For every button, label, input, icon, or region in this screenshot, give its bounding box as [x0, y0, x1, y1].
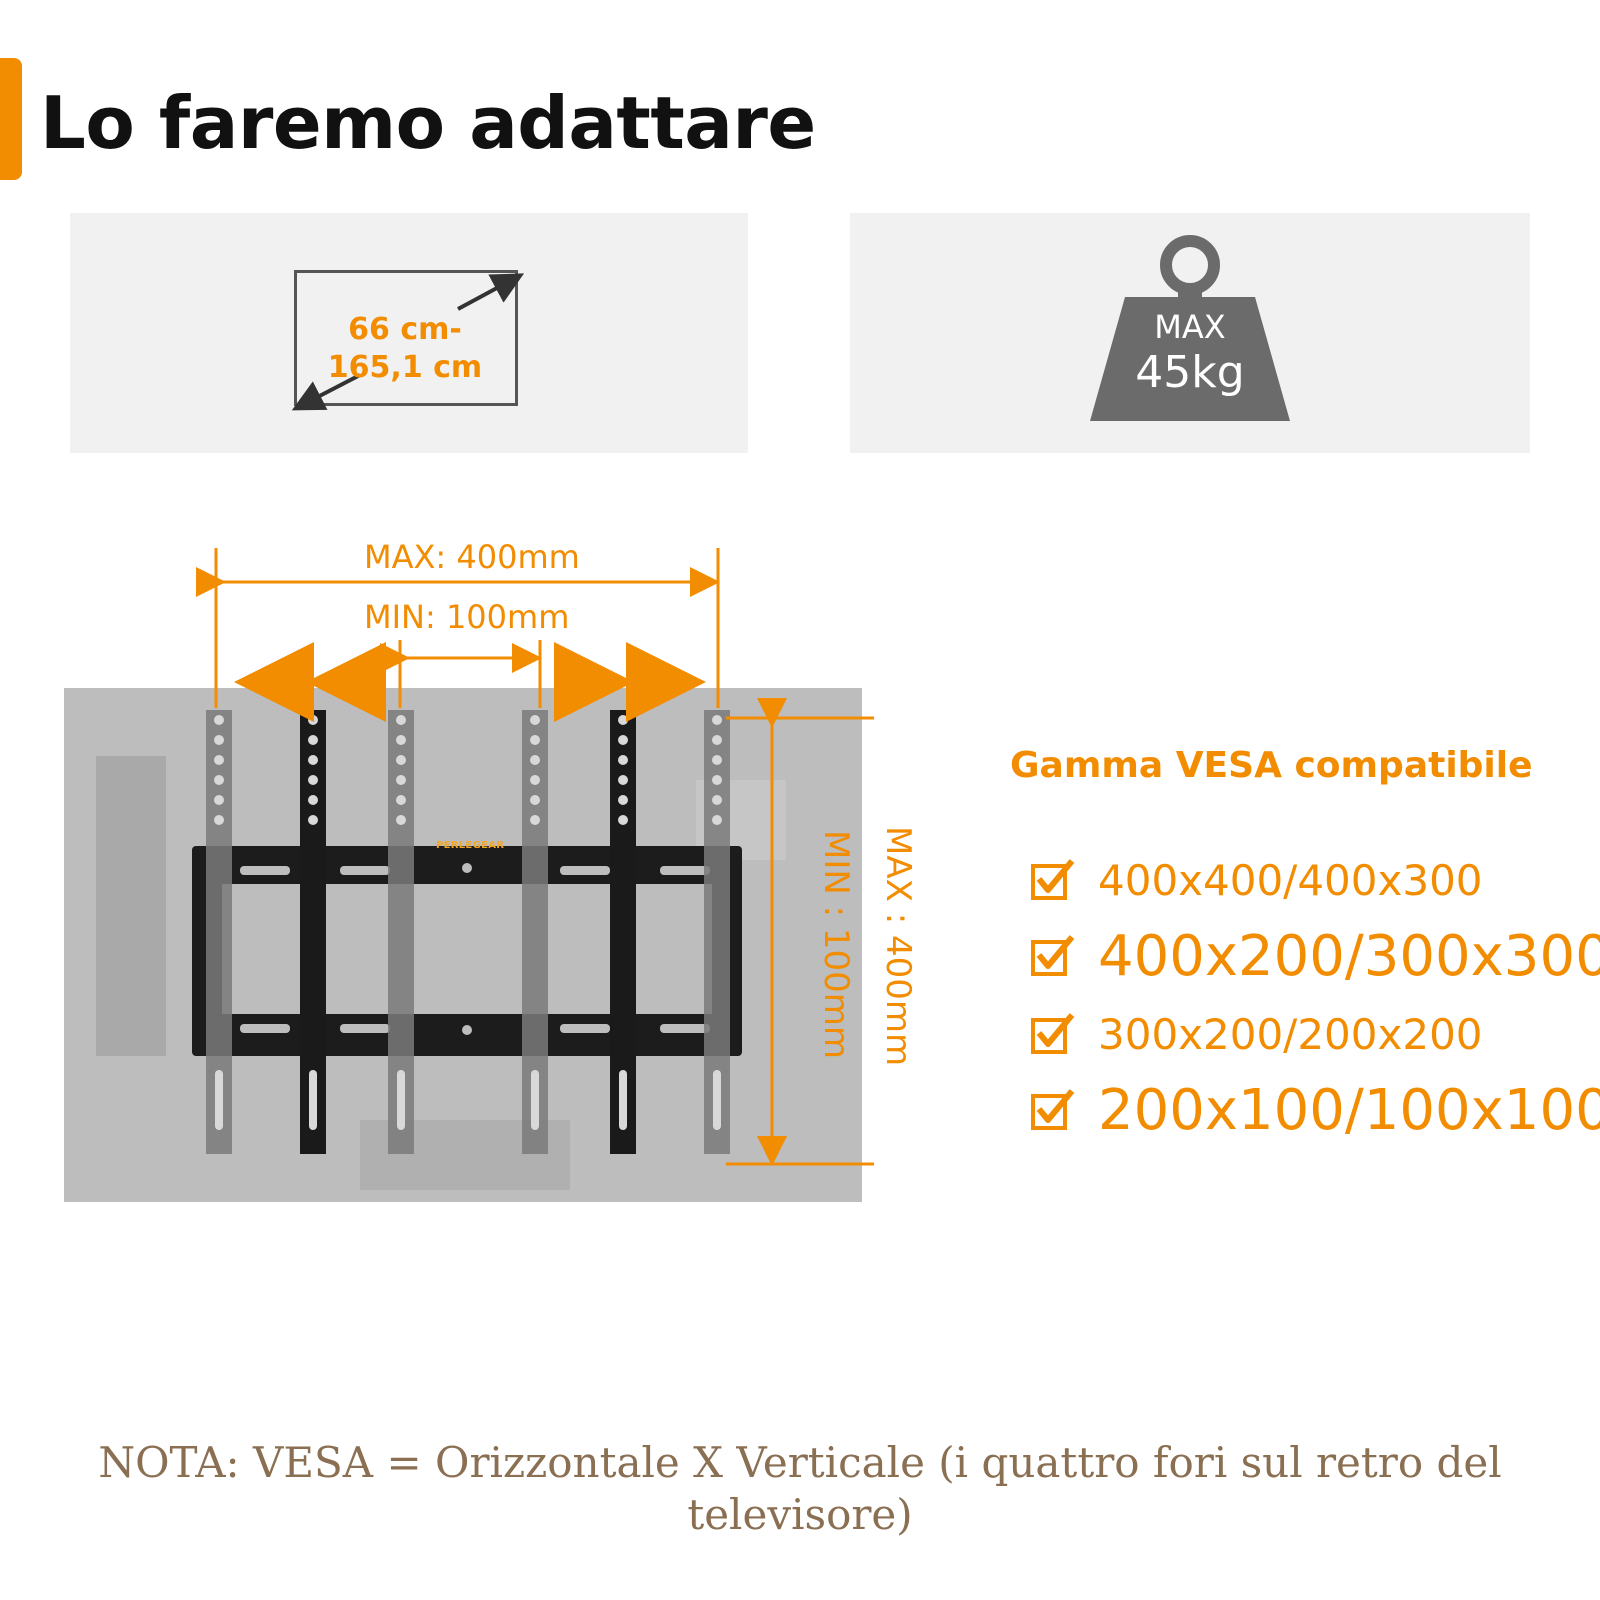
weight-value: 45kg: [1135, 347, 1245, 398]
screen-size-label: 66 cm-165,1 cm: [327, 312, 483, 385]
extension-legs: [220, 1150, 716, 1262]
checkbox-checked-icon: [1031, 1089, 1075, 1130]
vertical-min-label: MIN : 100mm: [816, 830, 856, 1060]
dimension-lines: [196, 548, 874, 1166]
vesa-item: 400x200/300x300: [1030, 921, 1600, 991]
arm-holes: [214, 715, 722, 1130]
vertical-max-label: MAX : 400mm: [878, 826, 918, 1067]
vesa-item-label: 300x200/200x200: [1098, 1009, 1483, 1059]
vesa-item-label: 200x100/100x100: [1098, 1077, 1600, 1143]
weight-max-label: MAX: [1154, 308, 1226, 346]
screen-diagonal-icon: [294, 270, 518, 406]
title-accent-bar: [0, 58, 22, 180]
horizontal-max-label: MAX: 400mm: [364, 538, 580, 576]
checkbox-checked-icon: [1031, 935, 1075, 976]
brand-label: PERLEGEAR: [436, 840, 505, 851]
checkbox-checked-icon: [1031, 1013, 1075, 1054]
vesa-title: Gamma VESA compatibile: [1010, 745, 1533, 786]
vesa-item: 200x100/100x100: [1030, 1075, 1600, 1145]
checkbox-checked-icon: [1031, 859, 1075, 900]
vesa-item-label: 400x200/300x300: [1098, 923, 1600, 989]
vesa-item: 400x400/400x300: [1030, 845, 1600, 915]
weight-icon: [1090, 235, 1290, 421]
page-title: Lo faremo adattare: [40, 81, 816, 165]
mount-frame: [192, 846, 742, 1056]
weight-card: MAX 45kg: [850, 213, 1530, 453]
screen-size-card: 66 cm-165,1 cm: [70, 213, 748, 453]
horizontal-min-label: MIN: 100mm: [364, 598, 570, 636]
diagonal-arrows: [291, 273, 525, 411]
mount-diagram: [64, 548, 874, 1262]
footnote: NOTA: VESA = Orizzontale X Verticale (i …: [98, 1438, 1502, 1539]
vesa-item: 300x200/200x200: [1030, 999, 1600, 1069]
vesa-item-label: 400x400/400x300: [1098, 855, 1483, 905]
